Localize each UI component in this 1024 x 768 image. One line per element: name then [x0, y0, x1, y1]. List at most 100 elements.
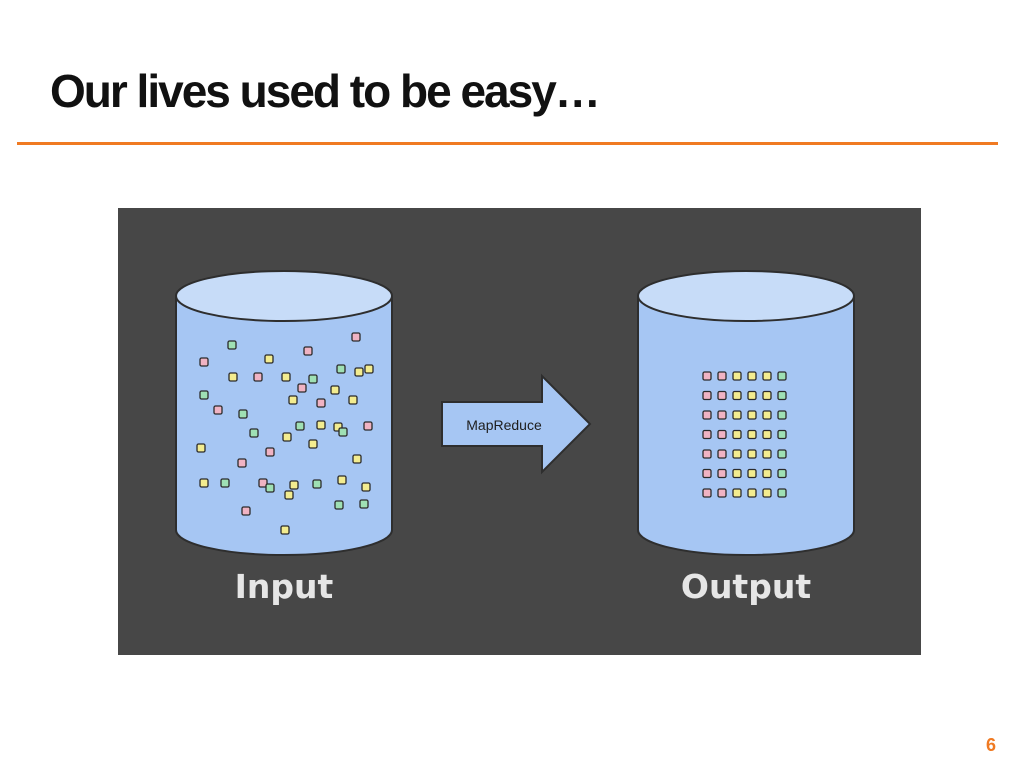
output-record-square — [777, 390, 787, 401]
input-record-square — [334, 500, 344, 510]
input-record-square — [289, 480, 299, 490]
output-record-square — [777, 371, 787, 381]
output-record-square — [762, 390, 772, 401]
input-record-square — [238, 409, 248, 419]
input-record-square — [288, 395, 298, 405]
input-scattered-records — [196, 332, 374, 535]
output-record-square — [747, 410, 757, 420]
output-record-square — [762, 410, 772, 420]
output-record-square — [732, 468, 742, 479]
output-record-square — [717, 410, 727, 420]
output-record-square — [762, 488, 772, 498]
output-record-square — [762, 429, 772, 440]
output-record-square — [717, 449, 727, 459]
input-record-square — [295, 421, 305, 431]
output-record-square — [717, 371, 727, 381]
output-record-square — [762, 371, 772, 381]
mapreduce-diagram: MapReduce Input Output — [118, 208, 921, 655]
input-cylinder-top — [175, 270, 393, 322]
arrow-label: MapReduce — [466, 417, 542, 433]
input-record-square — [308, 439, 318, 449]
input-record-square — [228, 372, 238, 382]
output-record-square — [702, 449, 712, 459]
input-record-square — [199, 357, 209, 367]
output-record-square — [747, 449, 757, 459]
input-record-square — [363, 421, 373, 431]
output-record-square — [702, 371, 712, 381]
output-record-square — [747, 390, 757, 401]
output-sorted-records — [702, 371, 787, 498]
input-record-square — [338, 427, 348, 437]
input-record-square — [303, 346, 313, 356]
output-record-square — [762, 449, 772, 459]
input-record-square — [213, 405, 223, 415]
input-record-square — [199, 390, 209, 400]
input-record-square — [237, 458, 247, 468]
input-cylinder-body — [175, 295, 393, 556]
output-record-square — [762, 468, 772, 479]
output-cylinder-body — [637, 295, 855, 556]
output-record-square — [717, 468, 727, 479]
input-record-square — [227, 340, 237, 350]
slide-title: Our lives used to be easy… — [50, 65, 601, 117]
output-record-square — [717, 488, 727, 498]
output-record-square — [777, 410, 787, 420]
diagram-canvas: MapReduce Input Output — [118, 208, 921, 655]
input-record-square — [312, 479, 322, 489]
output-record-square — [747, 371, 757, 381]
output-record-square — [702, 488, 712, 498]
mapreduce-arrow: MapReduce — [441, 373, 592, 475]
input-record-square — [351, 332, 361, 342]
input-record-square — [253, 372, 263, 382]
output-record-square — [717, 429, 727, 440]
arrow-shape — [441, 373, 592, 475]
output-cylinder-top — [637, 270, 855, 322]
input-record-square — [308, 374, 318, 384]
input-record-square — [284, 490, 294, 500]
output-record-square — [717, 390, 727, 401]
output-record-square — [747, 488, 757, 498]
output-record-square — [702, 410, 712, 420]
input-record-square — [336, 364, 346, 374]
output-record-square — [732, 371, 742, 381]
output-record-square — [702, 390, 712, 401]
input-record-square — [316, 398, 326, 408]
input-record-square — [282, 432, 292, 442]
output-record-square — [732, 488, 742, 498]
output-record-square — [732, 449, 742, 459]
input-record-square — [280, 525, 290, 535]
input-record-square — [297, 383, 307, 393]
output-record-square — [732, 410, 742, 420]
input-record-square — [364, 364, 374, 374]
input-record-square — [361, 482, 371, 492]
input-cylinder — [175, 270, 393, 556]
input-record-square — [220, 478, 230, 488]
output-record-square — [702, 429, 712, 440]
output-label: Output — [681, 567, 811, 606]
input-record-square — [249, 428, 259, 438]
input-record-square — [265, 483, 275, 493]
input-record-square — [359, 499, 369, 509]
output-record-square — [702, 468, 712, 479]
input-record-square — [348, 395, 358, 405]
input-record-square — [354, 367, 364, 377]
output-record-square — [747, 468, 757, 479]
output-record-square — [732, 390, 742, 401]
input-record-square — [337, 475, 347, 485]
input-record-square — [199, 478, 209, 488]
input-record-square — [196, 443, 206, 453]
input-record-square — [264, 354, 274, 364]
input-record-square — [352, 454, 362, 464]
input-record-square — [258, 478, 268, 488]
input-record-square — [241, 506, 251, 516]
output-record-square — [777, 429, 787, 440]
output-record-square — [777, 468, 787, 479]
input-label: Input — [235, 567, 334, 606]
output-record-square — [732, 429, 742, 440]
input-record-square — [330, 385, 340, 395]
input-record-square — [281, 372, 291, 382]
title-divider — [17, 142, 998, 145]
output-cylinder — [637, 270, 855, 556]
output-record-square — [777, 449, 787, 459]
page-number: 6 — [985, 735, 996, 755]
